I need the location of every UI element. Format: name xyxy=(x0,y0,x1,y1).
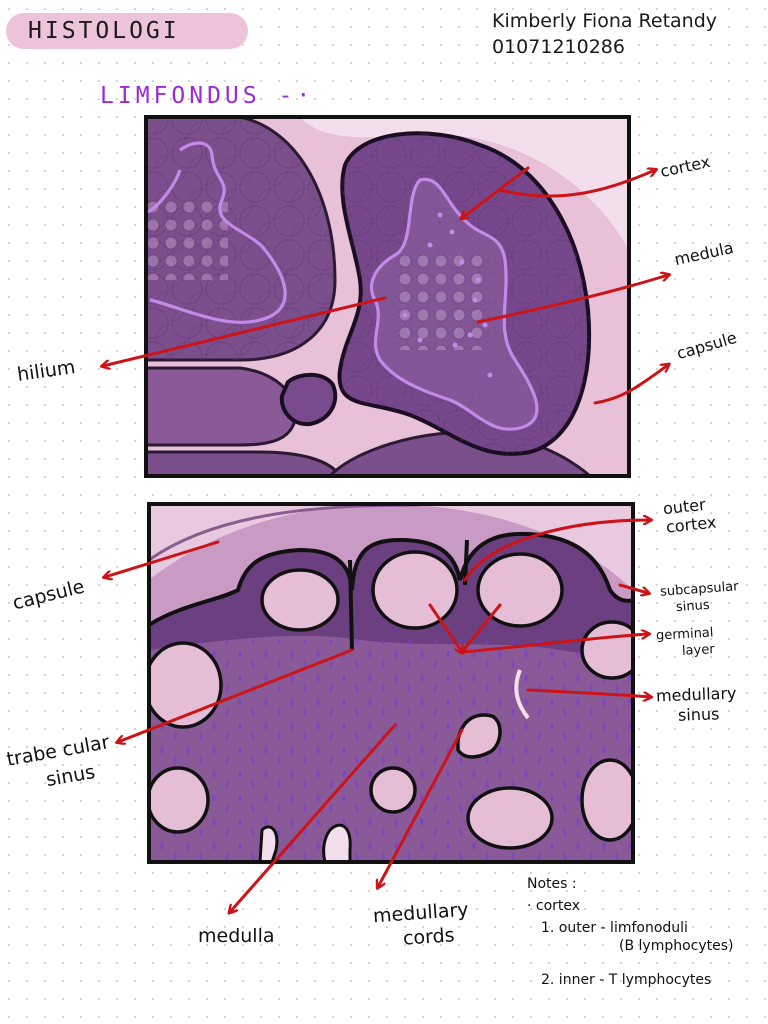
label-medulla: medulla xyxy=(198,925,275,947)
panel1-frame xyxy=(144,115,631,478)
notes-line-2: 2. inner - T lymphocytes xyxy=(541,972,712,988)
notes-line-1b: (B lymphocytes) xyxy=(619,938,734,954)
follicles xyxy=(149,550,633,850)
label-germinal-1: germinal xyxy=(655,625,714,644)
left-lobe-outline xyxy=(149,141,287,324)
notes-line-1: 1. outer - limfonoduli xyxy=(541,920,688,936)
title-banner: HISTOLOGI xyxy=(6,13,248,49)
notes-item: · cortex xyxy=(527,898,581,914)
author-block: Kimberly Fiona Retandy 01071210286 xyxy=(492,8,717,60)
panel1-node-section xyxy=(146,117,629,476)
label-subcapsular-2: sinus xyxy=(675,597,711,616)
label-medullary-sinus-1: medullary xyxy=(655,683,737,706)
trabecula xyxy=(348,559,354,651)
label-medullary-sinus-2: sinus xyxy=(677,704,720,725)
small-vessel xyxy=(279,372,338,427)
author-name: Kimberly Fiona Retandy xyxy=(492,10,718,32)
notes-block: Notes : · cortex 1. outer - limfonoduli … xyxy=(527,873,734,991)
label-medullary-cords-2: cords xyxy=(402,924,456,950)
annotation-arrows xyxy=(103,166,668,912)
notes-heading: Notes : xyxy=(527,876,577,892)
section-subtitle: LIMFONDUS -· xyxy=(100,83,315,109)
medullary-sinus xyxy=(514,669,530,720)
label-germinal-2: layer xyxy=(681,642,715,659)
author-id: 01071210286 xyxy=(492,36,625,58)
cortex-dots xyxy=(402,212,493,378)
panel2-node-section xyxy=(149,504,633,862)
page-title: HISTOLOGI xyxy=(28,18,180,44)
